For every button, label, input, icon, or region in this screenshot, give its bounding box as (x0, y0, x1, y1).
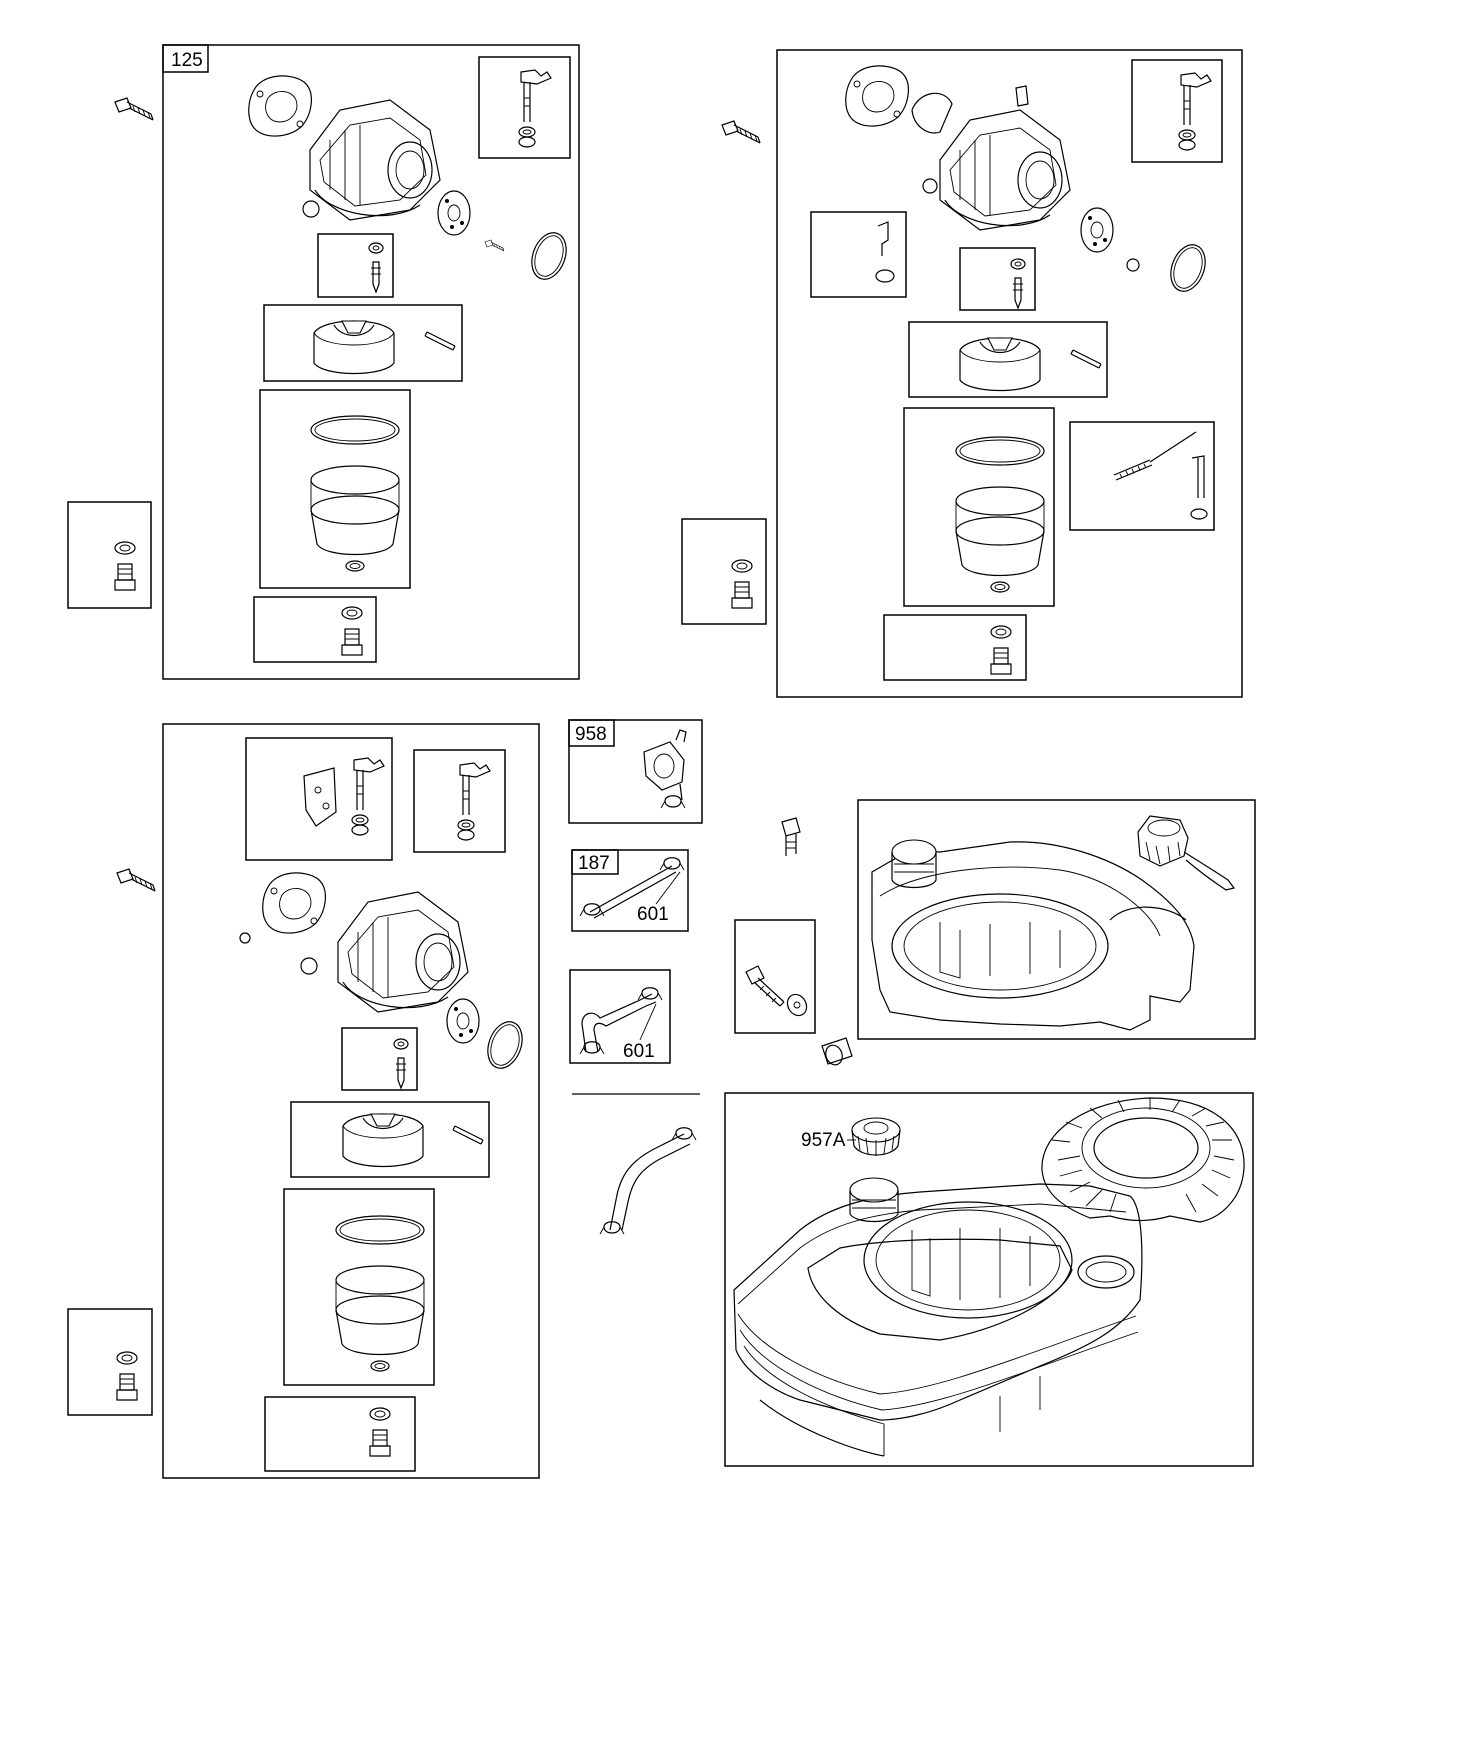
panel-tank-bolt (734, 919, 816, 1034)
panel-fuel-hose: 601 (569, 969, 671, 1064)
callout-958: 958 (575, 724, 607, 745)
panel-fuel-tank-b: 957A (724, 1092, 1254, 1467)
panel-fuel-line: 187 601 (571, 849, 689, 932)
screw-icon (721, 120, 761, 144)
tank-cap-icon (851, 1117, 901, 1156)
panel-drain-kit-a (67, 501, 152, 609)
panel-carburetor-kit-b (721, 49, 1243, 698)
fuel-tank-icon (733, 1177, 1143, 1457)
callout-957A: 957A (801, 1130, 846, 1151)
panel-fuel-tank-a (857, 799, 1256, 1040)
fuel-hose-loose (572, 1093, 700, 1235)
screw-icon (116, 868, 156, 892)
screw-icon (114, 97, 154, 121)
panel-drain-kit-c (67, 1308, 153, 1416)
panel-carburetor-kit-c (116, 723, 540, 1479)
callout-601-a: 601 (637, 904, 669, 925)
callout-125: 125 (171, 50, 203, 71)
loose-fitting (781, 817, 801, 856)
panel-carburetor-kit-a: 125 (114, 44, 580, 680)
panel-fuel-valve: 958 (568, 719, 703, 824)
callout-187: 187 (578, 853, 610, 874)
blower-shroud-icon (1041, 1097, 1245, 1223)
callout-601-b: 601 (623, 1041, 655, 1062)
panel-drain-kit-b (681, 518, 767, 625)
rubber-bushing (821, 1037, 853, 1066)
